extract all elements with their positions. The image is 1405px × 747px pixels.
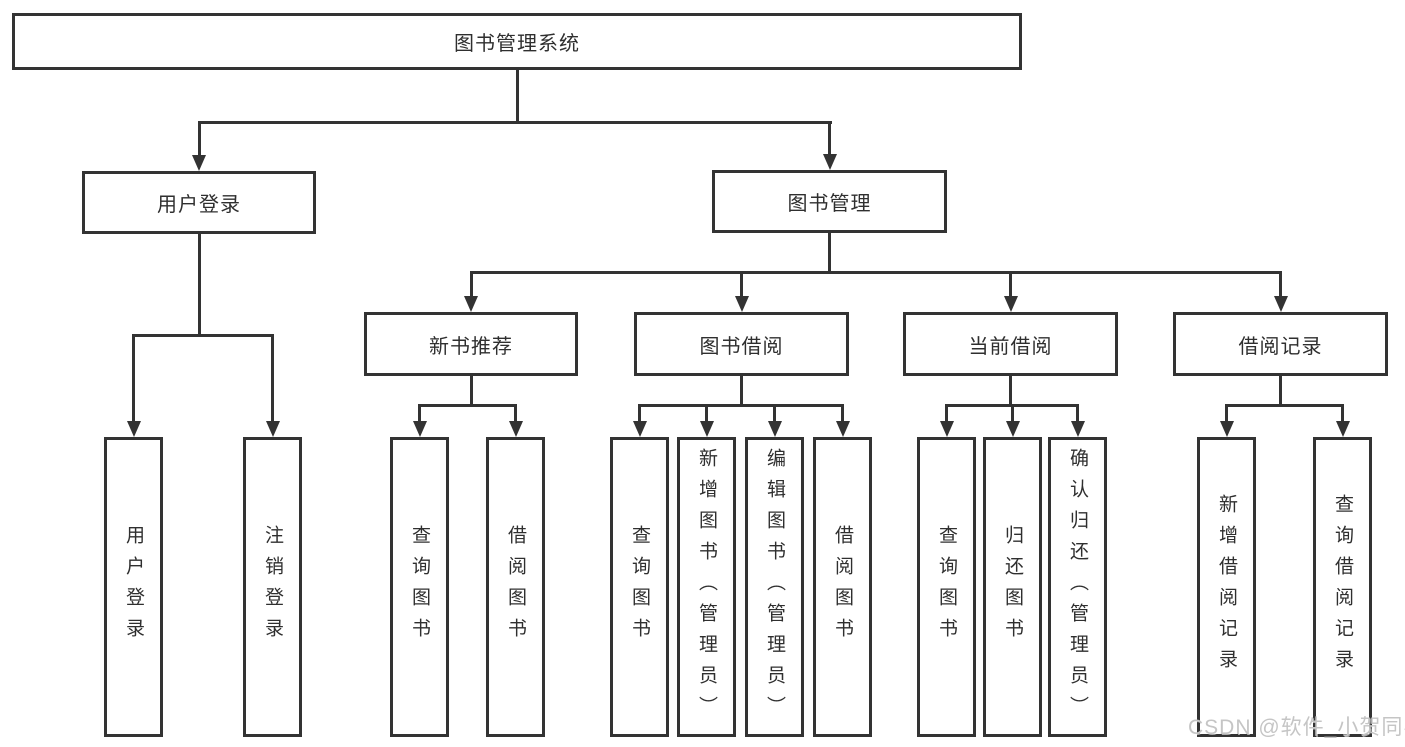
connector-line	[469, 271, 473, 298]
leaf-borrow-add-books-admin: 新增图书（管理员）	[677, 437, 736, 737]
arrowhead-down-icon	[464, 296, 478, 312]
connector-line	[514, 404, 517, 421]
node-current-borrow: 当前借阅	[903, 312, 1118, 376]
connector-line	[1279, 271, 1282, 298]
arrowhead-down-icon	[1070, 421, 1085, 437]
arrowhead-down-icon	[1335, 421, 1350, 437]
node-book-management: 图书管理	[712, 170, 947, 233]
connector-line	[197, 234, 201, 337]
arrowhead-down-icon	[192, 155, 206, 171]
connector-line	[1009, 376, 1012, 407]
connector-line	[1076, 404, 1079, 421]
connector-line	[132, 334, 274, 337]
arrowhead-down-icon	[1005, 421, 1020, 437]
connector-line	[1279, 376, 1282, 407]
arrowhead-down-icon	[1273, 296, 1288, 312]
connector-line	[271, 334, 274, 421]
leaf-records-query-record: 查询借阅记录	[1313, 437, 1372, 737]
csdn-watermark: CSDN @软件_小贺同学	[1188, 716, 1405, 739]
arrowhead-down-icon	[1219, 421, 1234, 437]
leaf-user-login: 用户登录	[104, 437, 163, 737]
connector-line	[828, 121, 831, 155]
connector-line	[740, 376, 743, 407]
leaf-current-query-books: 查询图书	[917, 437, 976, 737]
leaf-newbook-borrow-books: 借阅图书	[486, 437, 545, 737]
leaf-current-confirm-return-admin: 确认归还（管理员）	[1048, 437, 1107, 737]
connector-line	[1011, 404, 1014, 421]
leaf-current-return-books: 归还图书	[983, 437, 1042, 737]
leaf-borrow-edit-books-admin: 编辑图书（管理员）	[745, 437, 804, 737]
node-user-login: 用户登录	[82, 171, 316, 234]
connector-line	[469, 271, 1282, 274]
connector-line	[132, 334, 135, 421]
leaf-borrow-query-books: 查询图书	[610, 437, 669, 737]
connector-line	[638, 404, 844, 407]
arrowhead-down-icon	[939, 421, 954, 437]
connector-line	[418, 404, 421, 421]
connector-line	[740, 271, 743, 298]
leaf-logout: 注销登录	[243, 437, 302, 737]
connector-line	[1341, 404, 1344, 421]
connector-line	[828, 233, 831, 274]
connector-line	[418, 404, 517, 407]
connector-line	[1225, 404, 1344, 407]
connector-line	[515, 70, 519, 124]
connector-line	[1009, 271, 1012, 298]
connector-line	[197, 121, 201, 156]
arrowhead-down-icon	[126, 421, 141, 437]
node-book-borrow: 图书借阅	[634, 312, 849, 376]
arrowhead-down-icon	[835, 421, 850, 437]
connector-line	[638, 404, 641, 421]
arrowhead-down-icon	[508, 421, 523, 437]
leaf-borrow-borrow-books: 借阅图书	[813, 437, 872, 737]
leaf-newbook-query-books: 查询图书	[390, 437, 449, 737]
node-root-library-system: 图书管理系统	[12, 13, 1022, 70]
connector-line	[945, 404, 948, 421]
arrowhead-down-icon	[699, 421, 714, 437]
arrowhead-down-icon	[412, 421, 427, 437]
node-borrow-records: 借阅记录	[1173, 312, 1388, 376]
connector-line	[197, 121, 832, 124]
arrowhead-down-icon	[767, 421, 782, 437]
arrowhead-down-icon	[734, 296, 749, 312]
leaf-records-add-record: 新增借阅记录	[1197, 437, 1256, 737]
node-new-book-recommend: 新书推荐	[364, 312, 578, 376]
arrowhead-down-icon	[822, 154, 837, 170]
arrowhead-down-icon	[1003, 296, 1018, 312]
connector-line	[841, 404, 844, 421]
connector-line	[773, 404, 776, 421]
arrowhead-down-icon	[632, 421, 647, 437]
connector-line	[469, 376, 473, 407]
connector-line	[1225, 404, 1228, 421]
connector-line	[705, 404, 708, 421]
arrowhead-down-icon	[265, 421, 280, 437]
